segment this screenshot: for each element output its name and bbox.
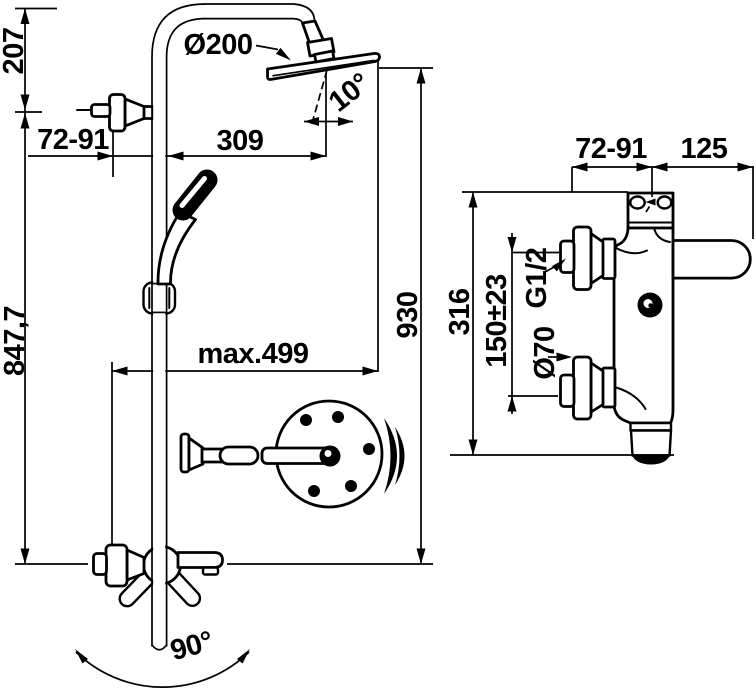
upper-inlet xyxy=(559,225,617,291)
head-diameter-leader xyxy=(255,44,291,61)
dim-head-offset: 309 xyxy=(217,125,264,157)
head-tilt-angle-dimension xyxy=(304,69,353,157)
upper-rosette xyxy=(572,225,593,291)
hand-shower-handle xyxy=(156,210,197,286)
left-view: 207 847,7 72-91 Ø200 309 10° max.499 930… xyxy=(0,3,433,688)
top-wall-bracket xyxy=(90,93,155,133)
thermostat-handle xyxy=(671,239,752,280)
swivel-arrow xyxy=(384,418,397,494)
side-spray xyxy=(179,399,405,509)
spray-arm-sleeve xyxy=(218,445,260,466)
hand-shower-head xyxy=(172,169,218,221)
upper-inlet-stub xyxy=(559,239,576,274)
union-rosette xyxy=(104,543,129,588)
dim-rosette-diameter: Ø70 xyxy=(529,326,561,379)
dim-wall-clearance-left: 72-91 xyxy=(37,124,109,156)
right-view: 72-91 125 316 150±23 G1/2 Ø70 xyxy=(444,133,754,465)
union-stub xyxy=(92,552,108,576)
swivel-arc-dimension xyxy=(75,649,250,688)
lower-inlet xyxy=(559,355,617,421)
dim-head-diameter: Ø200 xyxy=(184,29,253,61)
mixer-body xyxy=(559,191,752,457)
dim-top-offset: 207 xyxy=(0,28,30,75)
riser-pipe xyxy=(151,3,336,651)
hand-shower xyxy=(156,169,218,286)
dim-inlet-spacing: 150±23 xyxy=(481,274,513,368)
dim-depth: 125 xyxy=(681,133,728,165)
spout-aerator xyxy=(201,566,220,576)
left-dimension-lines xyxy=(15,7,433,688)
dim-column-height: 930 xyxy=(392,292,424,339)
pipe-bottom-cap xyxy=(151,644,168,651)
bracket-stub xyxy=(90,103,112,118)
valve-body xyxy=(612,226,675,425)
bracket-rosette xyxy=(108,93,127,133)
dim-spout-swivel: 90° xyxy=(167,625,216,667)
overhead-shower xyxy=(266,52,381,81)
thread-leader xyxy=(544,258,566,273)
dim-max-reach: max.499 xyxy=(198,338,309,370)
lower-rosette xyxy=(572,355,593,421)
rosette-diameter-leader xyxy=(548,352,572,362)
dim-height: 316 xyxy=(444,288,476,335)
spout xyxy=(176,551,224,569)
dim-wall-clearance-right: 72-91 xyxy=(575,133,647,165)
bottom-outlet xyxy=(629,429,673,457)
lower-inlet-stub xyxy=(559,373,576,408)
right-dimension-lines xyxy=(450,162,754,456)
dim-head-tilt: 10° xyxy=(323,67,376,118)
dim-rail-length: 847,7 xyxy=(0,306,31,376)
right-view-labels: 72-91 125 316 150±23 G1/2 Ø70 xyxy=(444,133,728,380)
outlet-cap xyxy=(632,454,670,465)
dim-thread: G1/2 xyxy=(521,248,553,309)
